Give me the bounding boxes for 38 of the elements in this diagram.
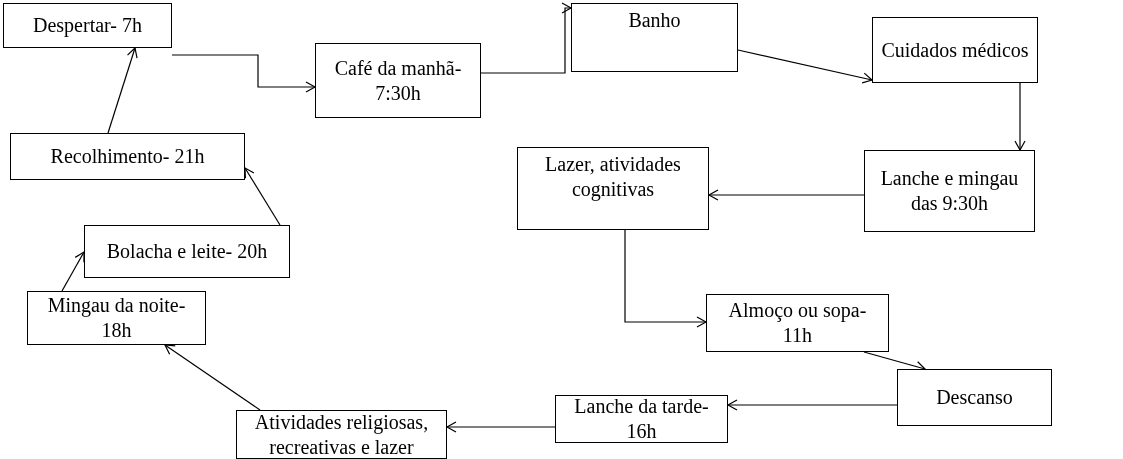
process-box xyxy=(897,369,1052,426)
box-label: Bolacha e leite- 20h xyxy=(106,239,268,264)
process-box xyxy=(236,410,447,459)
box-label: Lanche da tarde- 16h xyxy=(573,394,710,444)
arrow xyxy=(624,229,707,328)
process-box xyxy=(571,3,738,72)
arrow xyxy=(164,344,261,411)
arrow xyxy=(244,167,281,226)
arrow xyxy=(171,54,316,93)
box-label: Atividades religiosas, recreativas e lazer xyxy=(253,409,430,459)
process-box xyxy=(555,395,728,443)
arrow xyxy=(727,399,898,411)
process-box xyxy=(872,17,1038,83)
process-box xyxy=(84,225,290,278)
arrow xyxy=(480,2,572,74)
box-label: Recolhimento- 21h xyxy=(50,144,205,169)
arrow xyxy=(446,421,556,433)
process-box xyxy=(706,294,889,352)
box-label: Almoço ou sopa- 11h xyxy=(727,298,868,348)
arrow xyxy=(737,49,873,84)
process-box xyxy=(3,3,172,48)
arrow xyxy=(61,251,85,292)
box-label: Mingau da noite- 18h xyxy=(46,293,187,343)
box-label: Banho xyxy=(628,8,681,33)
arrow xyxy=(1014,82,1026,151)
process-box xyxy=(864,150,1035,232)
process-box xyxy=(315,43,481,118)
box-label: Café da manhã- 7:30h xyxy=(333,55,463,106)
box-label: Descanso xyxy=(936,385,1013,410)
arrow xyxy=(107,47,138,134)
process-box xyxy=(10,133,245,180)
box-label: Cuidados médicos xyxy=(881,37,1029,63)
box-label: Despertar- 7h xyxy=(33,13,142,38)
arrow xyxy=(708,189,865,201)
process-box xyxy=(27,291,206,345)
box-label: Lazer, atividades cognitivas xyxy=(544,152,682,202)
box-label: Lanche e mingau das 9:30h xyxy=(879,166,1020,216)
process-box xyxy=(517,147,709,230)
